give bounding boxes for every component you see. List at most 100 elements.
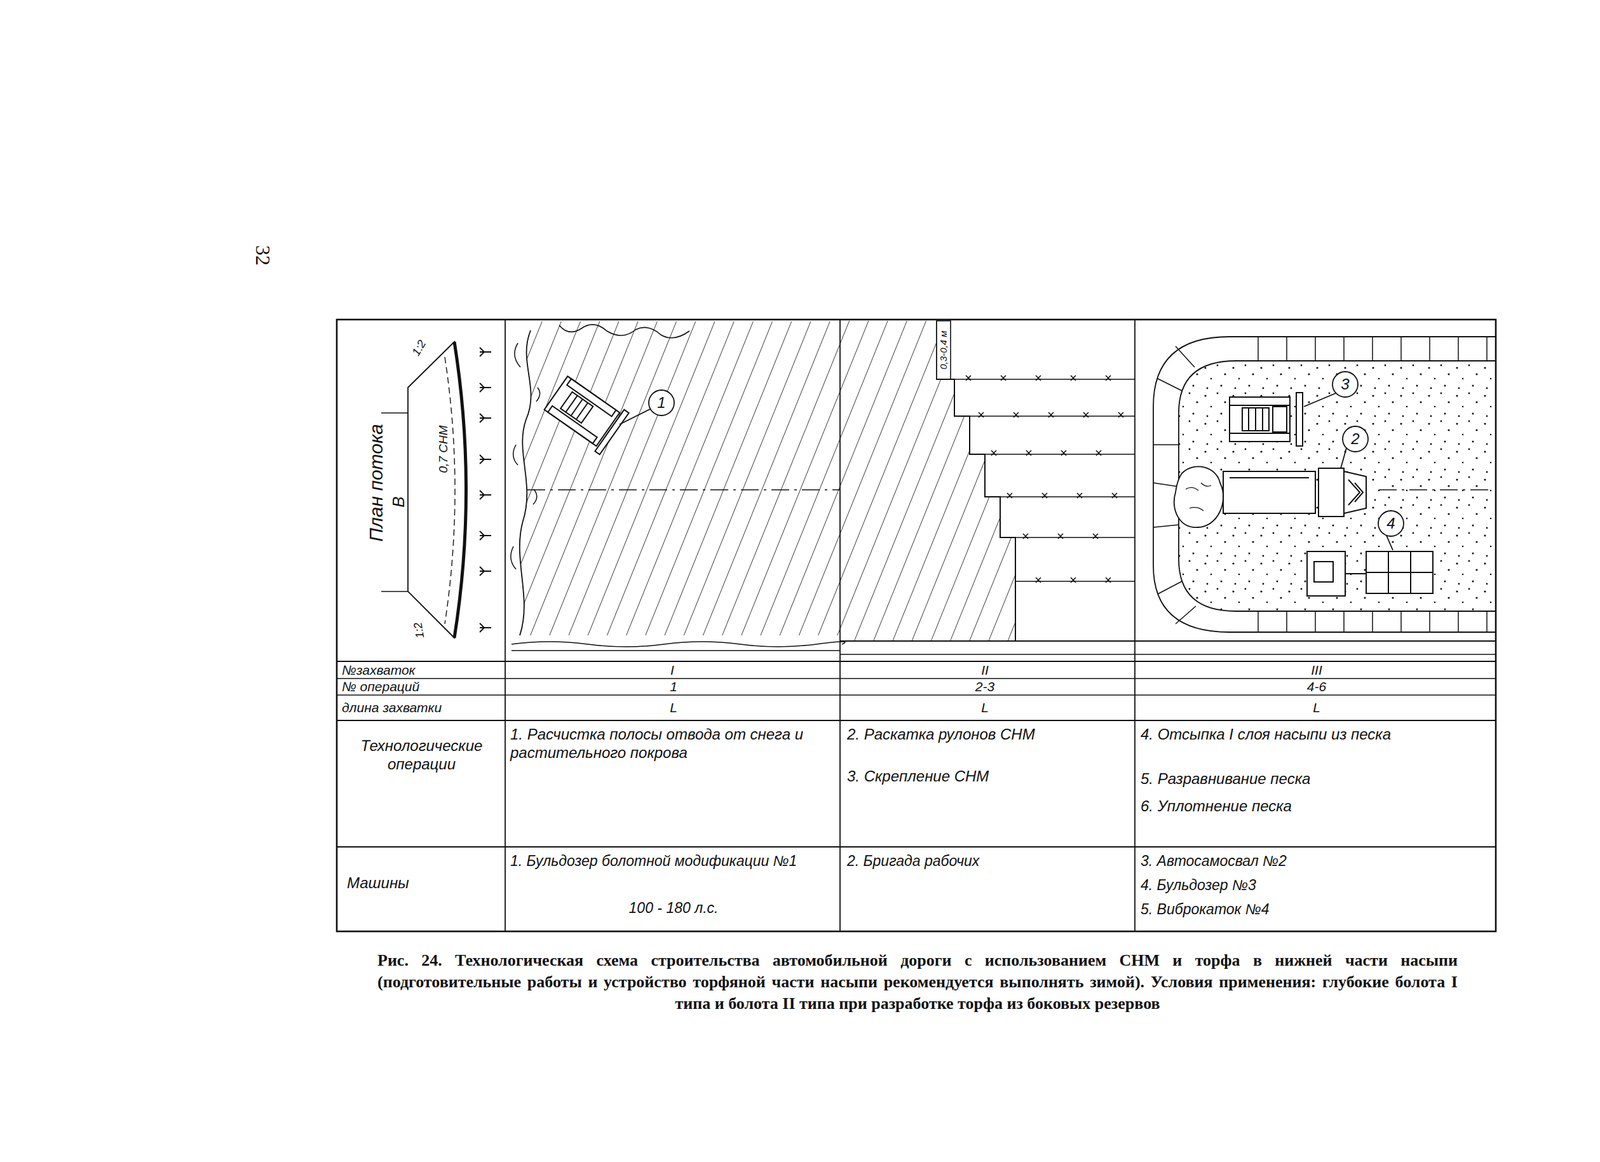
table-grid [336,677,1496,680]
bulldozer [1296,392,1303,447]
table-grid [336,660,1496,663]
bulldozer [560,392,593,424]
marsh-symbol [479,347,492,633]
cleared-strip [559,324,690,339]
vibratory-roller [1307,551,1433,597]
cross-section [381,590,408,593]
geotextile-rolls [840,653,1496,655]
geotextile-rolls [936,320,951,380]
operation-text: 3. Скрепление СНМ [847,767,1130,787]
geotextile-rolls [840,320,1496,655]
callout-circle [619,409,651,425]
table-grid [336,319,1496,932]
figure-caption: Рис. 24. Технологическая схема строитель… [377,949,1458,1015]
marsh-symbol [479,566,492,576]
row-heading: Технологические операции [340,737,503,774]
callout-circle [648,390,675,416]
operation-text: 6. Уплотнение песка [1140,797,1491,816]
operation-text: 1. Расчистка полосы отвода от снега и ра… [510,725,832,763]
bulldozer [594,409,629,455]
table-grid [839,319,841,932]
overlap-dimension: 0,3-0,4 м [937,329,950,371]
table-grid [336,319,1496,932]
callout-circle [1378,510,1404,537]
bulldozer [1261,407,1264,431]
page-number: 32 [250,245,276,266]
operation-text: 2. Раскатка рулонов СНМ [847,725,1130,745]
machine-text: 2. Бригада рабочих [847,852,1130,871]
slope-label: 1:2 [409,338,429,359]
sand-layer [1378,489,1494,490]
callout-number: 4 [1386,514,1395,534]
sand-layer [1153,336,1496,633]
cross-section [407,341,467,638]
table-cell: I [670,662,675,678]
table-cell: III [1310,662,1323,678]
vibratory-roller [1366,551,1433,594]
table-cell: L [981,699,989,716]
operation-text: 4. Отсыпка I слоя насыпи из песка [1140,725,1491,745]
slope-label: 1:2 [411,621,428,640]
plan-title: План потока [364,423,388,543]
cross-section [444,357,455,624]
peat-pile [1185,482,1212,511]
table-grid [1134,319,1136,932]
callout-circle [1332,371,1358,398]
cross-section [454,341,467,638]
table-cell: L [669,699,678,716]
vibratory-roller [1314,561,1334,583]
marsh-symbol [479,623,492,633]
callout-circle [1303,371,1404,551]
bulldozer [1254,407,1257,431]
callout-number: 1 [657,393,666,413]
snm-label: 0,7 СНМ [436,424,452,475]
dimension-label: В [388,496,409,508]
callout-circle [1386,535,1393,551]
callout-number: 2 [1350,430,1360,449]
cross-section [381,412,408,414]
callout-number: 3 [1340,375,1350,394]
table-grid [504,319,506,932]
bulldozer [1229,397,1290,442]
marsh-symbol [479,531,492,541]
table-cell: длина захватки [341,699,442,716]
marsh-symbol [479,413,492,423]
vibratory-roller [1345,573,1367,575]
vibratory-roller [1366,571,1433,574]
table-cell: L [1312,699,1321,716]
dump-truck [1223,471,1316,514]
machine-text: 5. Виброкаток №4 [1140,901,1491,919]
callout-circle [1342,426,1369,452]
machine-text: 1. Бульдозер болотной модификации №1 [510,852,832,871]
sand-layer [1178,360,1496,612]
cleared-strip [511,650,841,651]
dump-truck [1318,468,1344,517]
bulldozer [1247,407,1250,431]
peat-pile [1174,466,1224,528]
dump-truck [1229,477,1309,479]
vibratory-roller [1307,551,1346,597]
bulldozer [541,372,630,455]
cross-section [381,341,467,638]
geotextile-rolls [936,320,1016,642]
dump-truck [1223,468,1367,517]
table-grid [336,719,1496,722]
bulldozer [1229,392,1303,447]
dump-truck [1348,479,1363,506]
table-cell: №захваток [341,662,415,678]
cleared-strip [511,641,846,647]
cleared-strip [510,343,541,570]
dump-truck [1343,471,1367,514]
table-cell: 2-3 [975,678,995,695]
table-cell: № операций [341,678,420,695]
table-grid [336,694,1496,696]
machine-text: 4. Бульдозер №3 [1140,876,1491,895]
marsh-symbol [479,383,492,393]
bulldozer [1229,397,1290,406]
cleared-strip [519,330,532,636]
geotextile-rolls [965,375,1124,583]
sand-layer [1153,336,1496,633]
table-cell: 1 [669,678,678,695]
callout-circle [1303,393,1336,407]
machine-text: 3. Автосамосвал №2 [1140,852,1491,871]
